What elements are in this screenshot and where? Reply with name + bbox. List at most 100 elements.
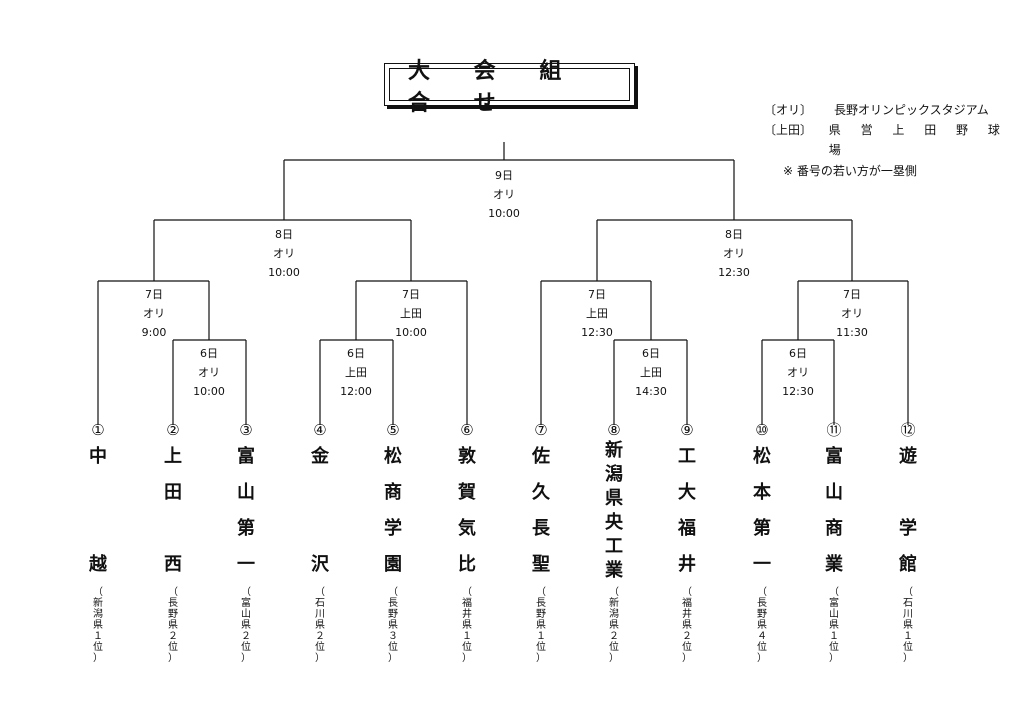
team-name-char: 富: [825, 446, 843, 467]
team-name-char: 学: [384, 518, 402, 539]
team-name-char: [158, 511, 188, 547]
team-region-char: 県: [757, 620, 767, 631]
team-name-char: 田: [164, 482, 182, 503]
bracket-line-r1-3: [613, 339, 688, 425]
bracket-line-r1-4: [761, 339, 835, 425]
team-region-char: 県: [682, 620, 692, 631]
match-day: 7日: [145, 288, 163, 301]
team-region-char: 位: [388, 642, 398, 653]
match-venue: 上田: [640, 366, 662, 379]
team-region-char: ）: [903, 653, 913, 664]
team-region-char: 山: [241, 609, 251, 620]
match-day: 7日: [843, 288, 861, 301]
venue-legend: 〔オリ〕 長野オリンピックスタジアム 〔上田〕 県 営 上 田 野 球 場: [764, 100, 1024, 160]
team-name-char: 園: [384, 554, 402, 575]
team-region-char: （: [609, 587, 619, 598]
team-region-char: ３: [388, 631, 398, 642]
team-region-char: １: [903, 631, 913, 642]
team-name-char: 一: [753, 554, 771, 575]
team-region-char: （: [168, 587, 178, 598]
team-name-char: 第: [753, 518, 771, 539]
team-region-char: 位: [536, 642, 546, 653]
team-region-char: 潟: [609, 609, 619, 620]
team-region-char: 位: [93, 642, 103, 653]
team-name-char: 越: [89, 554, 107, 575]
team-region-char: 長: [536, 598, 546, 609]
team-region-char: 山: [829, 609, 839, 620]
team-name-char: 工: [678, 446, 696, 467]
team-name-char: 大: [678, 482, 696, 503]
team-name-char: 山: [825, 482, 843, 503]
match-time: 12:30: [718, 266, 750, 279]
match-venue: 上田: [345, 366, 367, 379]
team-region-char: （: [315, 587, 325, 598]
team-region-char: ）: [536, 653, 546, 664]
team-region-char: 位: [168, 642, 178, 653]
match-day: 8日: [725, 228, 743, 241]
team-seed-number: ⑨: [680, 421, 694, 439]
team-region-char: ２: [315, 631, 325, 642]
team-region-char: 位: [757, 642, 767, 653]
team-region-char: 県: [388, 620, 398, 631]
team-name-char: 中: [89, 446, 107, 467]
team-name-char: 一: [237, 554, 255, 575]
team-region-char: 井: [682, 609, 692, 620]
team-region-char: （: [93, 587, 103, 598]
team-seed-number: ⑥: [460, 421, 474, 439]
team-region-char: 石: [903, 598, 913, 609]
team-region-char: 石: [315, 598, 325, 609]
team-name-char: 松: [753, 446, 771, 467]
match-day: 8日: [275, 228, 293, 241]
team-name-char: 商: [384, 482, 402, 503]
team-name-char: 県: [605, 488, 623, 509]
team-region-char: 富: [241, 598, 251, 609]
bracket-line-qf-2: [355, 280, 468, 425]
legend-venue: 長野オリンピックスタジアム: [834, 103, 989, 117]
match-time: 11:30: [836, 326, 868, 339]
match-day: 7日: [402, 288, 420, 301]
team-name-char: 第: [237, 518, 255, 539]
team-seed-number: ⑩: [755, 421, 769, 439]
team-name-char: 業: [605, 560, 623, 581]
team-name: 松商学園: [378, 439, 408, 583]
team-name-char: 新: [605, 440, 623, 461]
team-region-char: 長: [168, 598, 178, 609]
team-region-char: 県: [93, 620, 103, 631]
team-region-char: （: [829, 587, 839, 598]
team-name-char: 賀: [458, 482, 476, 503]
team-region-char: 福: [462, 598, 472, 609]
team-region-char: 県: [536, 620, 546, 631]
team-region-char: （: [536, 587, 546, 598]
team-name-char: 佐: [532, 446, 550, 467]
team-name-char: 金: [311, 446, 329, 467]
bracket-line-qf-3: [540, 280, 652, 425]
bracket-line-r1-2: [319, 339, 394, 425]
team-region-char: ）: [609, 653, 619, 664]
match-venue: オリ: [143, 307, 165, 320]
team-seed-number: ⑦: [534, 421, 548, 439]
team-region-char: 川: [903, 609, 913, 620]
team-region-char: ）: [829, 653, 839, 664]
legend-key: 〔オリ〕: [764, 103, 813, 117]
bracket-line-semi-right: [596, 219, 853, 281]
team-region-char: ）: [388, 653, 398, 664]
team-name-char: [305, 475, 335, 511]
match-time: 12:30: [581, 326, 613, 339]
